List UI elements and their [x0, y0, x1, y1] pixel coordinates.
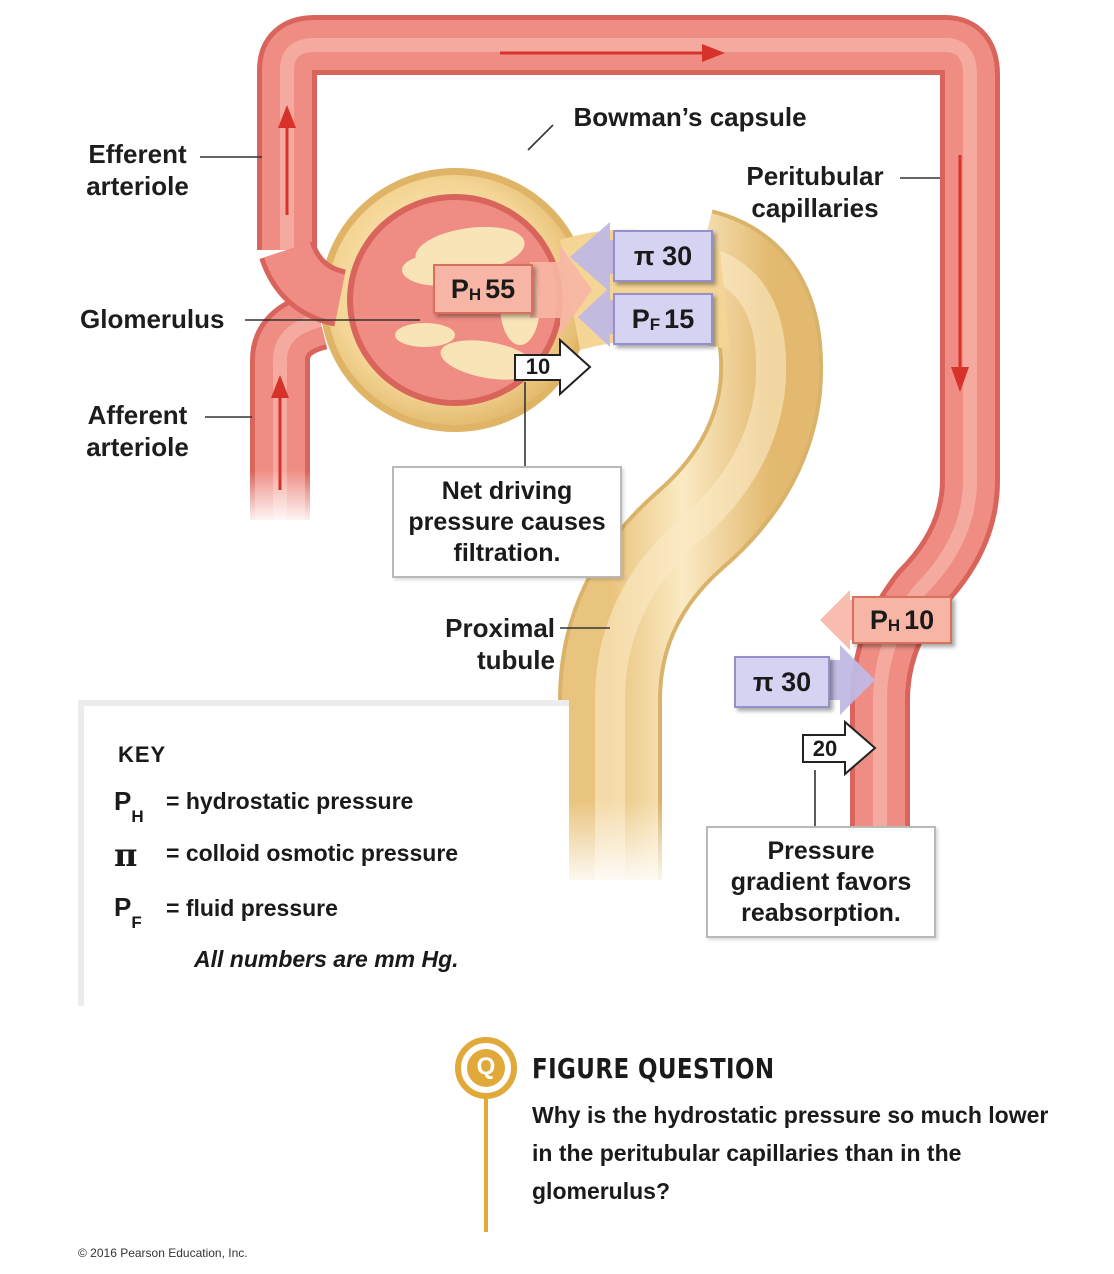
key-note: All numbers are mm Hg. [194, 946, 459, 972]
pi-glomerular-box: π 30 [613, 230, 713, 282]
proximal-tubule-label: Proximal tubule [445, 613, 555, 675]
key-symbol-pf-letter: P [114, 892, 132, 922]
reabsorption-callout: Pressure gradient favors reabsorption. [706, 826, 936, 938]
pf-glomerular-value: 15 [664, 303, 695, 334]
key-def-ph: = hydrostatic pressure [166, 788, 414, 814]
net-glomerular-arrow [514, 337, 592, 397]
figure-question-text: Why is the hydrostatic pressure so much … [532, 1102, 1049, 1204]
ph-glomerular-sub: H [468, 285, 482, 304]
key-symbol-pi: π [114, 836, 137, 874]
ph-peritubular-sub: H [887, 616, 901, 635]
leader-lines [200, 124, 940, 828]
pf-glomerular-symbol: P [631, 303, 650, 334]
pi-peritubular-box: π 30 [734, 656, 830, 708]
key-symbol-ph: PH [114, 786, 144, 826]
key-symbol-pf: PF [114, 892, 142, 932]
figure-question-title: FIGURE QUESTION [532, 1052, 775, 1085]
key-def-pi: = colloid osmotic pressure [166, 840, 459, 866]
ph-glomerular-value: 55 [485, 273, 516, 304]
key-symbol-pi-letter: π [114, 836, 138, 874]
pi-peritubular-value: π 30 [752, 666, 812, 697]
question-badge-letter: Q [476, 1053, 496, 1080]
pf-glomerular-sub: F [649, 315, 661, 334]
key-symbol-ph-sub: H [131, 807, 144, 827]
afferent-arteriole-label: Afferent arteriole [86, 400, 189, 462]
key-def-pf: = fluid pressure [166, 895, 338, 921]
copyright: © 2016 Pearson Education, Inc. [78, 1246, 248, 1260]
key-symbol-ph-letter: P [114, 786, 132, 816]
ph-peritubular-value: 10 [904, 604, 935, 635]
pi-peritubular-arrow [820, 645, 875, 715]
net-glomerular-value: 10 [525, 354, 551, 379]
key-symbol-pf-sub: F [131, 913, 142, 933]
question-badge-icon [455, 1037, 1000, 1234]
ph-glomerular-symbol: P [450, 273, 469, 304]
net-peritubular-value: 20 [812, 735, 838, 761]
bowmans-capsule-label: Bowman’s capsule [573, 102, 807, 132]
filtration-callout: Net driving pressure causes filtration. [392, 466, 622, 578]
flow-arrow-icon [271, 44, 969, 490]
pi-glomerular-arrow [570, 222, 630, 292]
glomerulus-label: Glomerulus [80, 304, 225, 334]
key-panel: KEY PH = hydrostatic pressure π = colloi… [78, 700, 569, 1006]
ph-peritubular-symbol: P [869, 604, 888, 635]
key-title: KEY [118, 742, 167, 767]
peritubular-capillaries-label: Peritubular capillaries [746, 161, 884, 223]
net-peritubular-arrow [802, 719, 877, 777]
ph-glomerular-arrow [530, 245, 592, 335]
pi-glomerular-value: π 30 [633, 240, 693, 271]
efferent-arteriole-label: Efferent arteriole [86, 139, 189, 201]
